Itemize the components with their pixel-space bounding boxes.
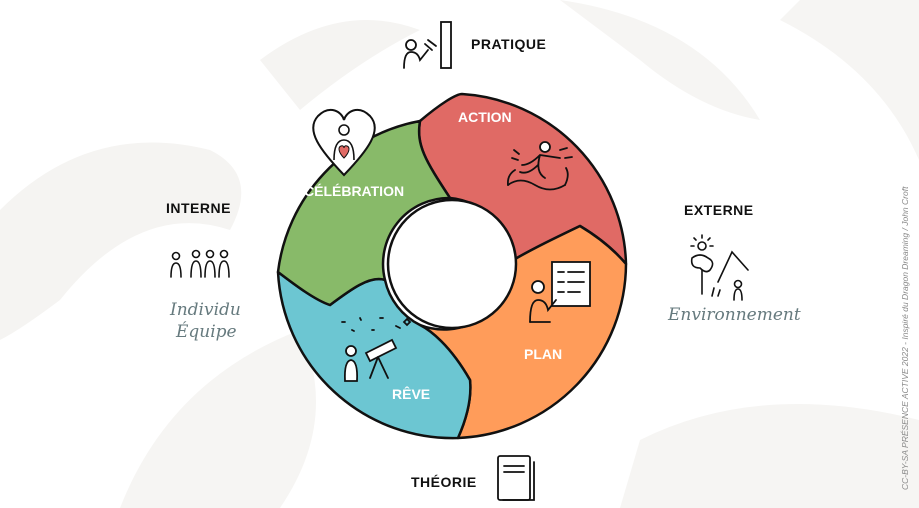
script-equipe: Équipe	[176, 322, 237, 342]
group-people-icon	[170, 249, 230, 278]
book-icon	[497, 455, 535, 501]
axis-label-pratique: PRATIQUE	[471, 36, 547, 52]
axis-label-externe: EXTERNE	[684, 202, 754, 218]
segment-label-action: ACTION	[458, 109, 512, 125]
segment-label-plan: PLAN	[524, 346, 562, 362]
segment-label-celebration: CÉLÉBRATION	[304, 183, 404, 199]
axis-label-theorie: THÉORIE	[411, 474, 477, 490]
segment-label-reve: RÊVE	[392, 385, 430, 402]
runner-icon	[506, 141, 573, 191]
axis-label-interne: INTERNE	[166, 200, 231, 216]
hammer-person-icon	[403, 21, 452, 69]
environment-icon	[690, 234, 749, 301]
heart-icon	[312, 108, 376, 177]
script-individu: Individu	[170, 300, 241, 320]
planning-board-icon	[529, 261, 591, 323]
script-environnement: Environnement	[668, 305, 801, 325]
wheel-center	[386, 198, 518, 330]
telescope-icon	[341, 317, 412, 382]
